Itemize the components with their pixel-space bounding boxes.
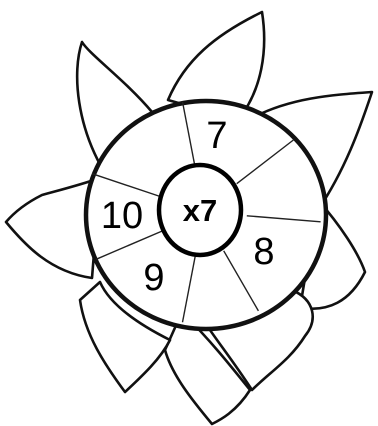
center-label: x7	[183, 193, 217, 228]
segment-number-right: 8	[253, 231, 274, 273]
segment-number-left: 10	[101, 195, 143, 237]
segment-number-top: 7	[206, 115, 227, 157]
segment-number-bottom-left: 9	[143, 257, 164, 299]
